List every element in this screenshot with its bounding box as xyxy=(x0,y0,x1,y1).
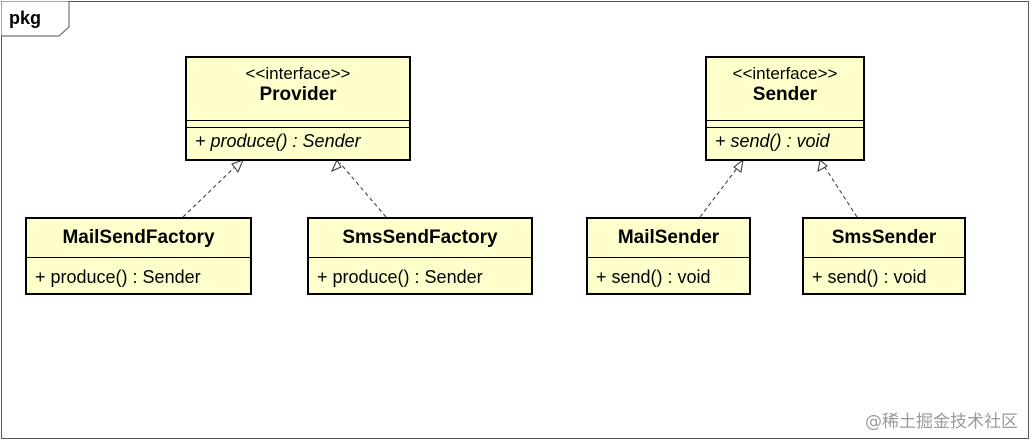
sender-header: <<interface>> Sender xyxy=(707,58,863,121)
smssender-name: SmsSender xyxy=(831,227,937,248)
smssender-class[interactable]: SmsSender + send() : void xyxy=(802,217,966,295)
provider-name: Provider xyxy=(259,84,337,105)
provider-operation: + produce() : Sender xyxy=(195,131,361,151)
mailsender-name: MailSender xyxy=(617,227,720,248)
sender-operation: + send() : void xyxy=(715,131,830,151)
mailsendfactory-class[interactable]: MailSendFactory + produce() : Sender xyxy=(25,217,252,295)
provider-interface[interactable]: <<interface>> Provider + produce() : Sen… xyxy=(185,56,411,161)
sender-interface[interactable]: <<interface>> Sender + send() : void xyxy=(705,56,865,161)
arrowhead-sender-right xyxy=(817,159,828,172)
mailsender-class[interactable]: MailSender + send() : void xyxy=(586,217,751,295)
mailsendfactory-header: MailSendFactory xyxy=(27,219,250,258)
package-tab xyxy=(1,1,70,37)
link-smssender-sender xyxy=(821,162,858,218)
smssender-header: SmsSender xyxy=(804,219,964,258)
link-mailsender-sender xyxy=(699,162,742,218)
watermark-text: @稀土掘金技术社区 xyxy=(865,412,1018,432)
smssendfactory-header: SmsSendFactory xyxy=(309,219,531,258)
link-smssendfactory-provider xyxy=(339,162,387,218)
smssendfactory-operation: + produce() : Sender xyxy=(317,267,483,287)
mailsender-header: MailSender xyxy=(588,219,749,258)
link-mailsendfactory-provider xyxy=(182,162,240,218)
mailsendfactory-operation: + produce() : Sender xyxy=(35,267,201,287)
sender-stereotype: <<interface>> xyxy=(732,64,838,83)
mailsender-operation: + send() : void xyxy=(596,267,711,287)
provider-attributes xyxy=(187,121,409,128)
arrowhead-provider-left xyxy=(231,159,244,173)
smssendfactory-class[interactable]: SmsSendFactory + produce() : Sender xyxy=(307,217,533,295)
provider-header: <<interface>> Provider xyxy=(187,58,409,121)
arrowhead-sender-left xyxy=(733,158,744,173)
provider-stereotype: <<interface>> xyxy=(245,64,351,83)
smssendfactory-name: SmsSendFactory xyxy=(342,227,498,248)
smssender-operation: + send() : void xyxy=(812,267,927,287)
sender-attributes xyxy=(707,121,863,128)
sender-name: Sender xyxy=(752,84,818,105)
package-label: pkg xyxy=(9,8,42,28)
arrowhead-provider-right xyxy=(331,158,342,172)
mailsendfactory-name: MailSendFactory xyxy=(62,227,215,248)
